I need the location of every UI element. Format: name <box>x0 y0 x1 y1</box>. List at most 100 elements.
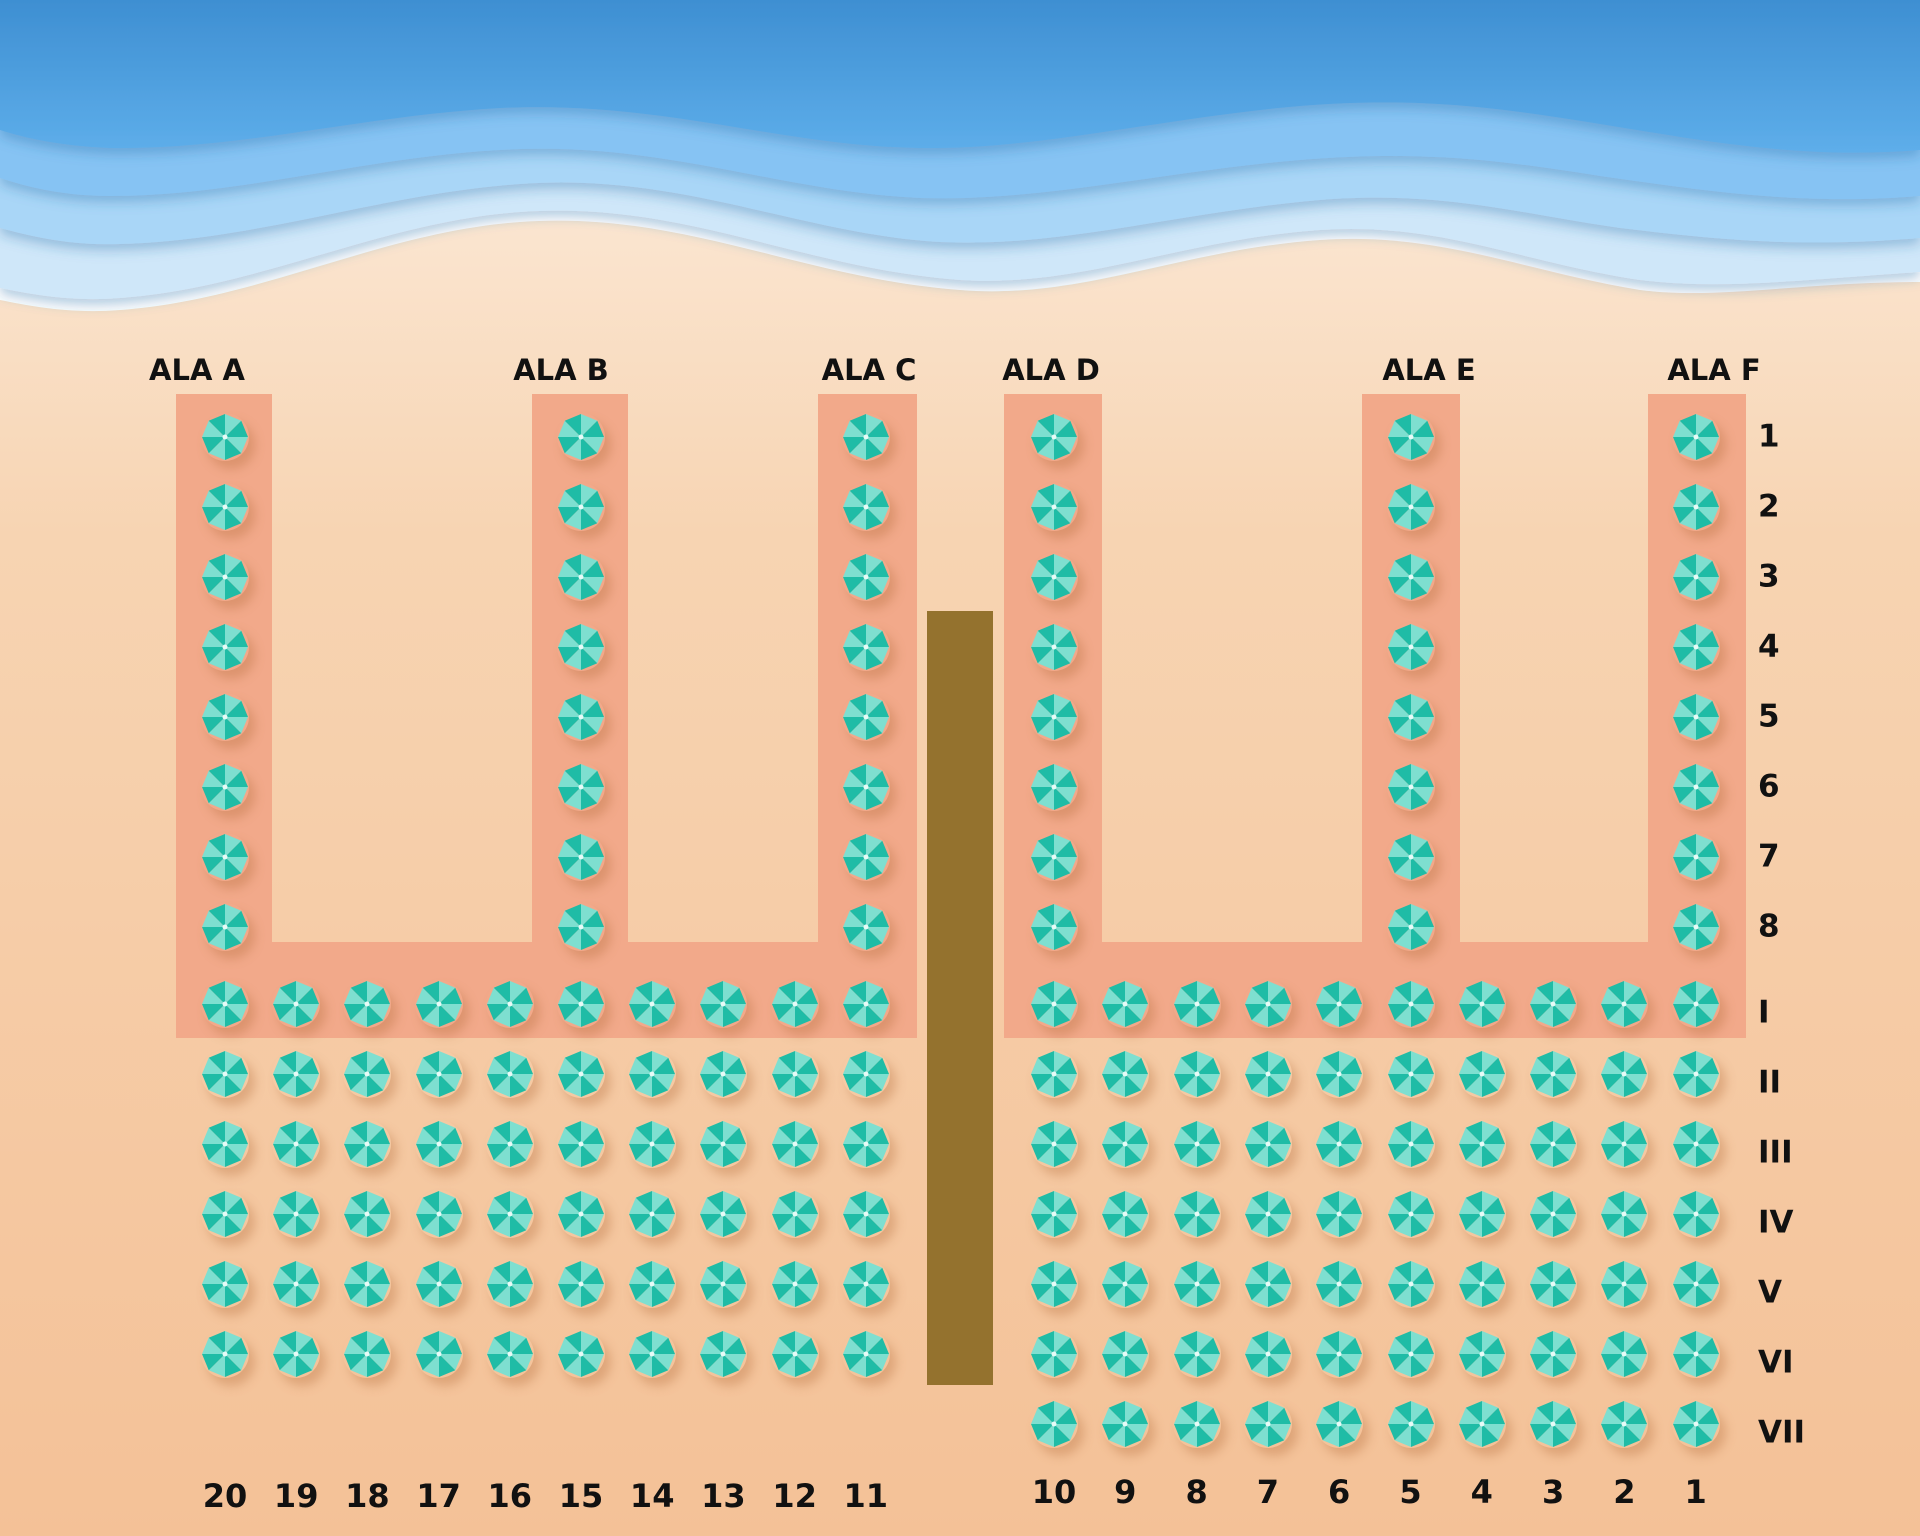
umbrella-icon[interactable] <box>1458 1120 1506 1168</box>
umbrella-icon[interactable] <box>842 693 890 741</box>
umbrella-icon[interactable] <box>1173 1190 1221 1238</box>
umbrella-icon[interactable] <box>486 1260 534 1308</box>
umbrella-icon[interactable] <box>1315 1400 1363 1448</box>
umbrella-icon[interactable] <box>842 1050 890 1098</box>
umbrella-icon[interactable] <box>842 623 890 671</box>
umbrella-icon[interactable] <box>1600 1400 1648 1448</box>
umbrella-icon[interactable] <box>557 1260 605 1308</box>
umbrella-icon[interactable] <box>1387 693 1435 741</box>
umbrella-icon[interactable] <box>1672 623 1720 671</box>
umbrella-icon[interactable] <box>1101 980 1149 1028</box>
umbrella-icon[interactable] <box>343 1050 391 1098</box>
umbrella-icon[interactable] <box>771 1330 819 1378</box>
umbrella-icon[interactable] <box>1529 1050 1577 1098</box>
umbrella-icon[interactable] <box>1529 1190 1577 1238</box>
umbrella-icon[interactable] <box>201 553 249 601</box>
umbrella-icon[interactable] <box>1030 553 1078 601</box>
umbrella-icon[interactable] <box>1387 623 1435 671</box>
umbrella-icon[interactable] <box>1672 483 1720 531</box>
umbrella-icon[interactable] <box>557 1050 605 1098</box>
umbrella-icon[interactable] <box>201 833 249 881</box>
umbrella-icon[interactable] <box>415 1190 463 1238</box>
umbrella-icon[interactable] <box>842 413 890 461</box>
umbrella-icon[interactable] <box>1030 833 1078 881</box>
umbrella-icon[interactable] <box>842 1190 890 1238</box>
umbrella-icon[interactable] <box>343 1260 391 1308</box>
umbrella-icon[interactable] <box>557 763 605 811</box>
umbrella-icon[interactable] <box>343 1330 391 1378</box>
umbrella-icon[interactable] <box>1458 1190 1506 1238</box>
umbrella-icon[interactable] <box>272 1050 320 1098</box>
umbrella-icon[interactable] <box>1173 1400 1221 1448</box>
umbrella-icon[interactable] <box>1315 1120 1363 1168</box>
umbrella-icon[interactable] <box>201 413 249 461</box>
umbrella-icon[interactable] <box>628 1120 676 1168</box>
umbrella-icon[interactable] <box>1030 623 1078 671</box>
umbrella-icon[interactable] <box>1030 483 1078 531</box>
umbrella-icon[interactable] <box>1101 1120 1149 1168</box>
umbrella-icon[interactable] <box>1173 1120 1221 1168</box>
umbrella-icon[interactable] <box>201 1120 249 1168</box>
umbrella-icon[interactable] <box>1101 1260 1149 1308</box>
umbrella-icon[interactable] <box>771 1190 819 1238</box>
umbrella-icon[interactable] <box>201 1050 249 1098</box>
umbrella-icon[interactable] <box>557 833 605 881</box>
umbrella-icon[interactable] <box>557 1330 605 1378</box>
umbrella-icon[interactable] <box>201 980 249 1028</box>
umbrella-icon[interactable] <box>201 1190 249 1238</box>
umbrella-icon[interactable] <box>343 1190 391 1238</box>
umbrella-icon[interactable] <box>842 763 890 811</box>
umbrella-icon[interactable] <box>415 980 463 1028</box>
umbrella-icon[interactable] <box>1030 763 1078 811</box>
umbrella-icon[interactable] <box>557 483 605 531</box>
umbrella-icon[interactable] <box>201 1330 249 1378</box>
umbrella-icon[interactable] <box>201 693 249 741</box>
umbrella-icon[interactable] <box>201 483 249 531</box>
umbrella-icon[interactable] <box>557 553 605 601</box>
umbrella-icon[interactable] <box>628 1260 676 1308</box>
umbrella-icon[interactable] <box>1672 1050 1720 1098</box>
umbrella-icon[interactable] <box>1387 1120 1435 1168</box>
umbrella-icon[interactable] <box>1315 1330 1363 1378</box>
umbrella-icon[interactable] <box>1529 1120 1577 1168</box>
umbrella-icon[interactable] <box>343 1120 391 1168</box>
umbrella-icon[interactable] <box>272 980 320 1028</box>
umbrella-icon[interactable] <box>1244 1400 1292 1448</box>
umbrella-icon[interactable] <box>201 763 249 811</box>
umbrella-icon[interactable] <box>842 553 890 601</box>
umbrella-icon[interactable] <box>1244 1190 1292 1238</box>
umbrella-icon[interactable] <box>1387 1260 1435 1308</box>
umbrella-icon[interactable] <box>1244 1330 1292 1378</box>
umbrella-icon[interactable] <box>1600 1330 1648 1378</box>
umbrella-icon[interactable] <box>557 980 605 1028</box>
umbrella-icon[interactable] <box>486 1050 534 1098</box>
umbrella-icon[interactable] <box>1387 553 1435 601</box>
umbrella-icon[interactable] <box>343 980 391 1028</box>
umbrella-icon[interactable] <box>272 1330 320 1378</box>
umbrella-icon[interactable] <box>628 1330 676 1378</box>
umbrella-icon[interactable] <box>486 980 534 1028</box>
umbrella-icon[interactable] <box>1173 1330 1221 1378</box>
umbrella-icon[interactable] <box>1315 980 1363 1028</box>
umbrella-icon[interactable] <box>415 1330 463 1378</box>
umbrella-icon[interactable] <box>1672 413 1720 461</box>
umbrella-icon[interactable] <box>415 1120 463 1168</box>
umbrella-icon[interactable] <box>1672 1330 1720 1378</box>
umbrella-icon[interactable] <box>486 1190 534 1238</box>
umbrella-icon[interactable] <box>1672 903 1720 951</box>
umbrella-icon[interactable] <box>1173 1050 1221 1098</box>
umbrella-icon[interactable] <box>628 980 676 1028</box>
umbrella-icon[interactable] <box>1030 1330 1078 1378</box>
umbrella-icon[interactable] <box>1672 693 1720 741</box>
umbrella-icon[interactable] <box>699 1330 747 1378</box>
umbrella-icon[interactable] <box>557 903 605 951</box>
umbrella-icon[interactable] <box>1030 1190 1078 1238</box>
umbrella-icon[interactable] <box>1600 1260 1648 1308</box>
umbrella-icon[interactable] <box>1458 980 1506 1028</box>
umbrella-icon[interactable] <box>1173 980 1221 1028</box>
umbrella-icon[interactable] <box>1030 1120 1078 1168</box>
umbrella-icon[interactable] <box>272 1260 320 1308</box>
umbrella-icon[interactable] <box>842 833 890 881</box>
umbrella-icon[interactable] <box>1387 763 1435 811</box>
umbrella-icon[interactable] <box>842 1260 890 1308</box>
